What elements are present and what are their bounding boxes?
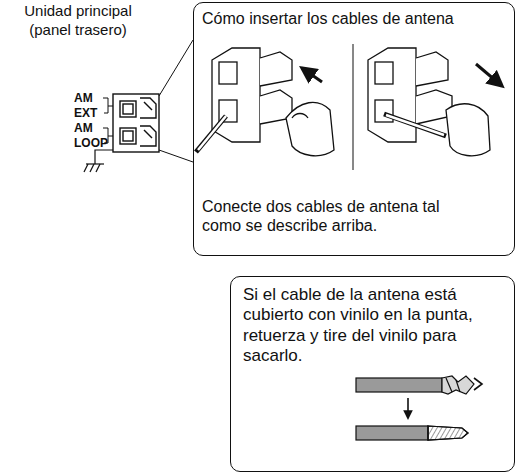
box-heading: Cómo insertar los cables de antena bbox=[202, 9, 502, 28]
wire-illustration bbox=[356, 376, 482, 440]
terminal-release-illustration bbox=[368, 48, 502, 156]
divider-line bbox=[353, 44, 354, 170]
terminal-label: AM EXT bbox=[74, 91, 108, 121]
box-body: Conecte dos cables de antena tal como se… bbox=[202, 197, 457, 235]
callout-box: Cómo insertar los cables de antenaConect… bbox=[193, 2, 515, 256]
terminal-press-illustration bbox=[196, 48, 334, 156]
unit-label: Unidad principal (panel trasero) bbox=[8, 2, 148, 40]
ground-symbol bbox=[84, 150, 113, 172]
leader-line bbox=[159, 40, 193, 162]
terminal-label: AM LOOP bbox=[74, 121, 114, 151]
note-text: Si el cable de la antena está cubierto c… bbox=[243, 285, 505, 367]
terminal-block bbox=[113, 94, 159, 152]
note-box: Si el cable de la antena está cubierto c… bbox=[230, 276, 515, 472]
